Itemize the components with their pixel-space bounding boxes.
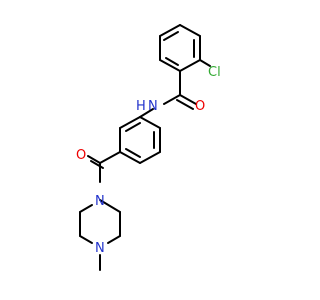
aromatic-inner-bond <box>125 148 141 158</box>
bond-nitrogen-ring <box>139 108 154 118</box>
bond <box>139 151 161 164</box>
bond <box>107 235 121 244</box>
aromatic-inner-bond <box>163 31 179 41</box>
aromatic-inner-bond <box>165 57 179 66</box>
carbonyl-double-bond <box>179 94 197 105</box>
bond-ring-carbonyl <box>99 151 121 164</box>
bond <box>79 235 93 244</box>
bond <box>159 24 181 37</box>
bond <box>119 116 141 129</box>
bond <box>159 59 181 72</box>
bond-carbonyl-nitrogen <box>163 94 181 105</box>
carbonyl-double-bond <box>87 155 101 164</box>
piperazine-nitrogen-label: N <box>95 241 105 256</box>
amide-nitrogen-label: N <box>148 99 158 114</box>
molecule-diagram: Cl O N H O N N <box>76 24 221 271</box>
bond <box>179 59 201 72</box>
piperazine-ring <box>79 199 121 271</box>
bond <box>119 151 141 164</box>
chlorine-label: Cl <box>208 65 221 80</box>
carbonyl-oxygen-label: O <box>195 99 205 114</box>
amide-group <box>139 70 197 118</box>
carbonyl-oxygen-label: O <box>76 148 86 163</box>
aromatic-inner-bond <box>125 122 141 132</box>
bond-ring-chlorine <box>199 59 211 67</box>
phenylene-ring <box>119 116 161 164</box>
carbonyl-double-bond <box>90 160 104 169</box>
bond <box>139 116 161 129</box>
piperazine-nitrogen-label: N <box>95 194 105 209</box>
bond <box>99 199 121 213</box>
carbonyl-double-bond <box>176 99 194 110</box>
chlorophenyl-ring <box>159 24 201 72</box>
atom-labels: Cl O N H O N N <box>76 65 221 256</box>
bond <box>179 24 201 37</box>
structure-canvas: Cl O N H O N N <box>76 24 221 271</box>
piperazine-carbonyl <box>87 151 121 183</box>
amide-hydrogen-label: H <box>136 99 146 114</box>
bond <box>79 204 93 213</box>
